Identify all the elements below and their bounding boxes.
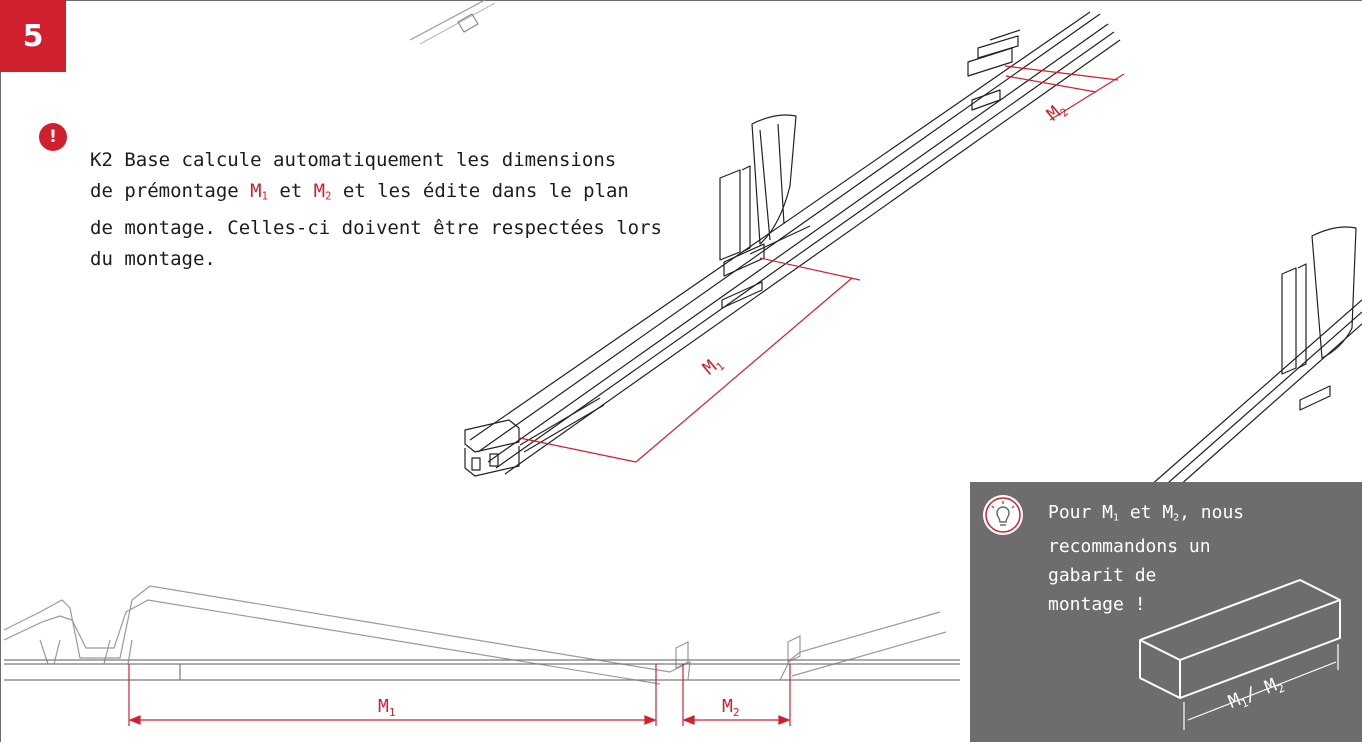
m1-ref: M1 [250, 180, 268, 203]
upper-dimensions [519, 65, 1125, 463]
tip-text: Pour M1 et M2, nous recommandons un gaba… [1048, 498, 1348, 619]
lower-m2-label: M2 [722, 696, 739, 719]
tip-line-4: montage ! [1048, 594, 1146, 616]
side-view [3, 585, 947, 685]
note-line-2: de prémontage M1 et M2 et les édite dans… [90, 180, 629, 203]
tip-line-3: gabarit de [1048, 565, 1157, 587]
baseline [4, 659, 960, 681]
step-number: 5 [22, 18, 44, 54]
exclamation-icon: ! [39, 123, 67, 151]
note-line-3: de montage. Celles-ci doivent être respe… [90, 216, 662, 239]
template-label: M1/ M2 [1226, 672, 1287, 715]
lightbulb-icon [983, 495, 1023, 535]
note-line-1: K2 Base calcule automatiquement les dime… [90, 149, 617, 171]
frame-left-border [0, 0, 1, 742]
upper-m2-label: M2 [1043, 98, 1071, 127]
mounting-template-drawing: M1/ M2 [1139, 579, 1341, 730]
step-badge: 5 [0, 0, 66, 72]
info-note: K2 Base calcule automatiquement les dime… [90, 145, 730, 275]
frame-top-border [0, 0, 1362, 1]
tip-line-2: recommandons un [1048, 536, 1211, 558]
m2-ref: M2 [313, 180, 332, 203]
lower-dimensions [128, 664, 791, 726]
tip-box [970, 482, 1362, 742]
upper-rails [409, 0, 1362, 495]
lower-m1-label: M1 [378, 696, 395, 719]
upper-m1-label: M1 [699, 352, 727, 381]
note-line-4: du montage. [90, 247, 216, 270]
tip-line-1: Pour M1 et M2, nous [1048, 502, 1245, 524]
